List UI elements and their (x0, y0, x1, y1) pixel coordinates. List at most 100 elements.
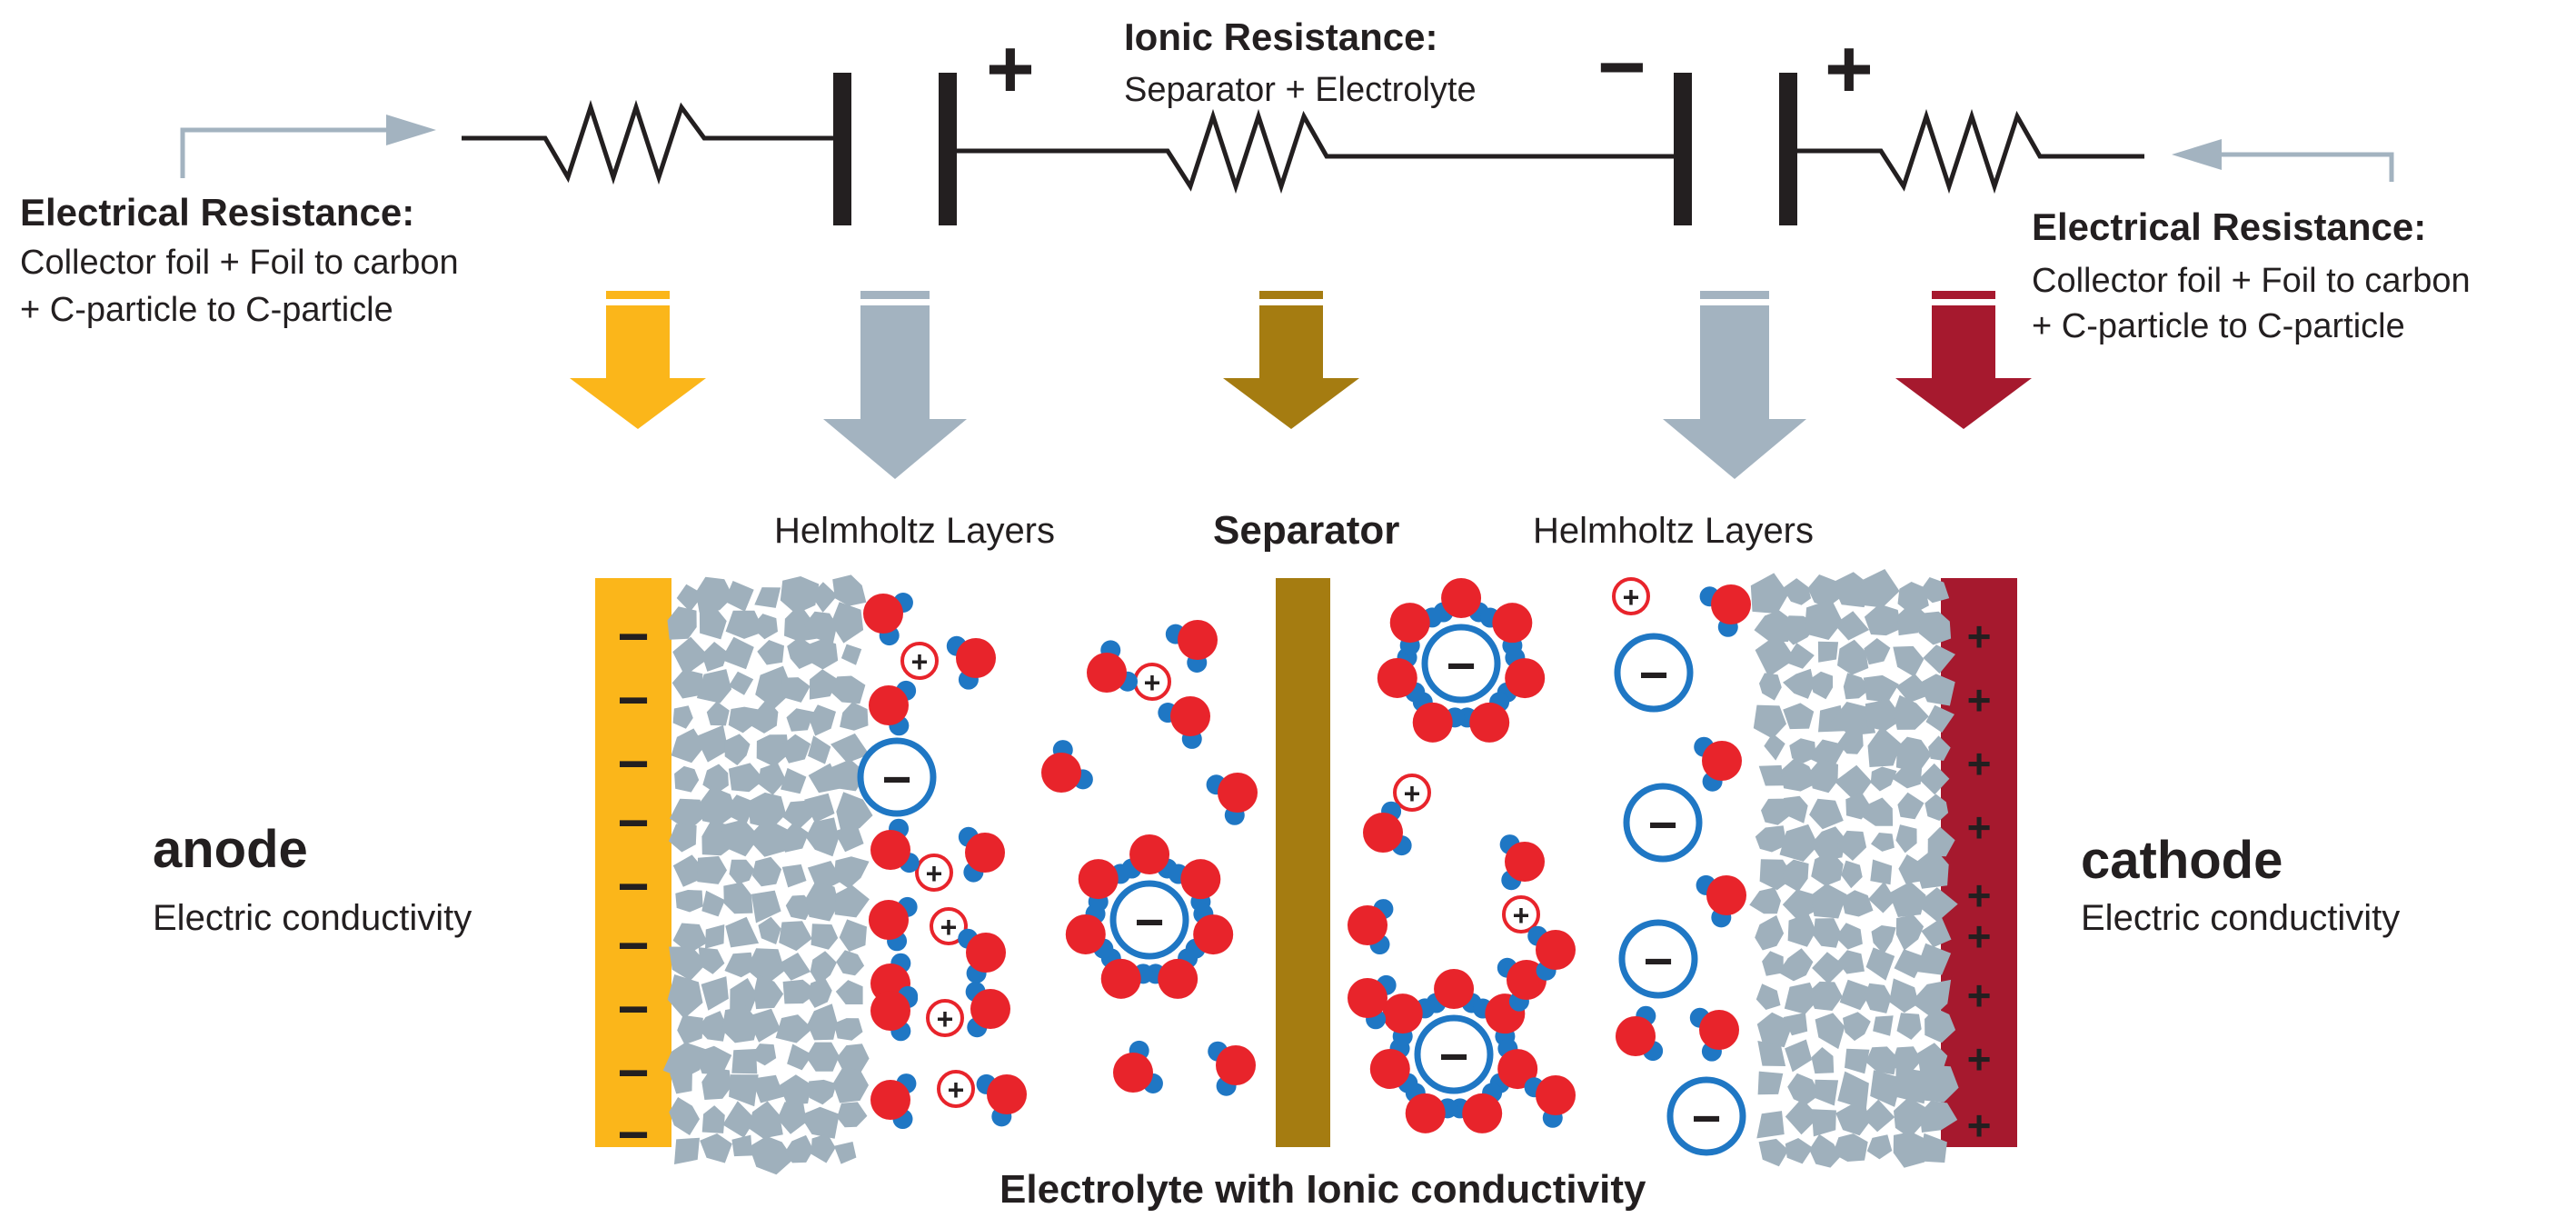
carbon-particle (1925, 704, 1954, 733)
carbon-particle (1787, 913, 1816, 947)
carbon-particle (1777, 948, 1814, 982)
carbon-particle (701, 642, 728, 672)
oxygen-atom (1100, 958, 1141, 999)
electrolyte-caption: Electrolyte with Ionic conductivity (1000, 1167, 1646, 1212)
carbon-particle (751, 614, 778, 640)
carbon-particle (787, 636, 815, 669)
carbon-particle (1835, 830, 1867, 861)
carbon-particle (1865, 947, 1895, 981)
carbon-particle (811, 582, 838, 613)
cathode-plus-sign: + (1967, 740, 1992, 787)
carbon-particle (1865, 1046, 1898, 1075)
carbon-particle (1757, 1071, 1784, 1095)
carbon-particle (749, 1135, 794, 1175)
carbon-particle (782, 800, 813, 830)
carbon-particle (1863, 797, 1894, 826)
carbon-particle (1753, 704, 1786, 739)
cation-icon: + (900, 642, 939, 680)
carbon-particle (730, 978, 758, 1012)
carbon-particle (672, 923, 708, 953)
left-capacitor-plus-sign: + (986, 23, 1035, 115)
oxygen-atom (1492, 603, 1533, 644)
carbon-particle (751, 856, 782, 887)
anode-current-collector (595, 578, 671, 1147)
cathode-plus-sign: + (1967, 676, 1992, 724)
carbon-particle (779, 1074, 811, 1105)
carbon-particle (722, 1101, 756, 1138)
carbon-particle (721, 819, 760, 857)
oxygen-atom (1434, 969, 1475, 1009)
carbon-particle (780, 734, 811, 764)
anion-ring (1109, 880, 1189, 960)
oxygen-atom (1178, 620, 1218, 660)
carbon-particle (1839, 979, 1874, 1011)
carbon-particle (785, 1134, 814, 1163)
carbon-particle (1834, 611, 1870, 641)
right-pointer-arrowhead-icon (2172, 139, 2222, 170)
carbon-particle (775, 1014, 813, 1043)
carbon-particle (1864, 638, 1891, 665)
cation-ring (926, 999, 964, 1037)
carbon-particle (757, 640, 784, 665)
carbon-particle (1918, 763, 1950, 795)
anion-icon: − (857, 737, 937, 817)
anion-ring (1614, 633, 1694, 713)
carbon-particle (810, 951, 837, 985)
solvent-molecule (1208, 1041, 1256, 1096)
solvent-molecule (1348, 974, 1397, 1030)
carbon-particle (677, 1014, 703, 1045)
carbon-particle (1919, 1101, 1958, 1133)
solvent-molecule (1382, 993, 1436, 1047)
carbon-particle (698, 947, 725, 974)
carbon-particle (779, 921, 812, 952)
carbon-particle (1783, 1013, 1808, 1036)
oxygen-atom (1158, 958, 1198, 999)
carbon-particle (1787, 1073, 1820, 1105)
carbon-particle (840, 702, 869, 731)
oxygen-atom (1389, 603, 1430, 644)
cathode-title: cathode (2081, 831, 2283, 890)
carbon-particle (1865, 699, 1904, 732)
oxygen-atom (869, 900, 909, 940)
carbon-particle (729, 859, 755, 884)
carbon-particle (800, 1106, 840, 1139)
carbon-particle (701, 890, 725, 917)
carbon-particle (696, 669, 732, 704)
cation-ring (915, 854, 953, 892)
oxygen-atom (1412, 702, 1453, 743)
carbon-particle (1782, 578, 1812, 605)
right-helmholtz-layers-label: Helmholtz Layers (1533, 511, 1815, 551)
carbon-particle (1758, 764, 1785, 786)
carbon-particle (1861, 1099, 1895, 1133)
carbon-particle (830, 675, 866, 704)
carbon-particle (778, 953, 811, 981)
carbon-particle (731, 1134, 752, 1157)
anion-minus-sign: − (1648, 796, 1678, 854)
carbon-particle (1835, 1104, 1870, 1136)
solvent-molecule (869, 896, 918, 952)
carbon-particle (749, 1101, 783, 1139)
carbon-particle (1804, 599, 1843, 640)
carbon-particle (670, 1073, 692, 1094)
left-pointer-arrow-icon (180, 127, 391, 178)
cathode-porous-carbon (1749, 569, 1959, 1168)
anode-minus-sign: − (617, 915, 649, 976)
cathode-plus-sign: + (1967, 972, 1992, 1019)
carbon-particle (777, 1102, 807, 1134)
carbon-particle (746, 1008, 781, 1043)
cathode-plus-sign: + (1967, 1102, 1992, 1149)
carbon-particle (1785, 1138, 1814, 1164)
carbon-particle (830, 602, 864, 644)
carbon-particle (1782, 889, 1815, 921)
cation-plus-sign: + (937, 1003, 954, 1035)
carbon-particle (836, 792, 873, 831)
anion-ring (857, 737, 937, 817)
carbon-particle (1893, 1132, 1929, 1168)
oxygen-atom (1348, 905, 1387, 945)
oxygen-atom (1505, 658, 1546, 699)
carbon-particle (1894, 1097, 1927, 1139)
carbon-particle (832, 1067, 869, 1103)
carbon-particle (1807, 739, 1846, 770)
cathode-down-arrow-icon (1895, 291, 2032, 429)
carbon-particle (747, 818, 788, 857)
